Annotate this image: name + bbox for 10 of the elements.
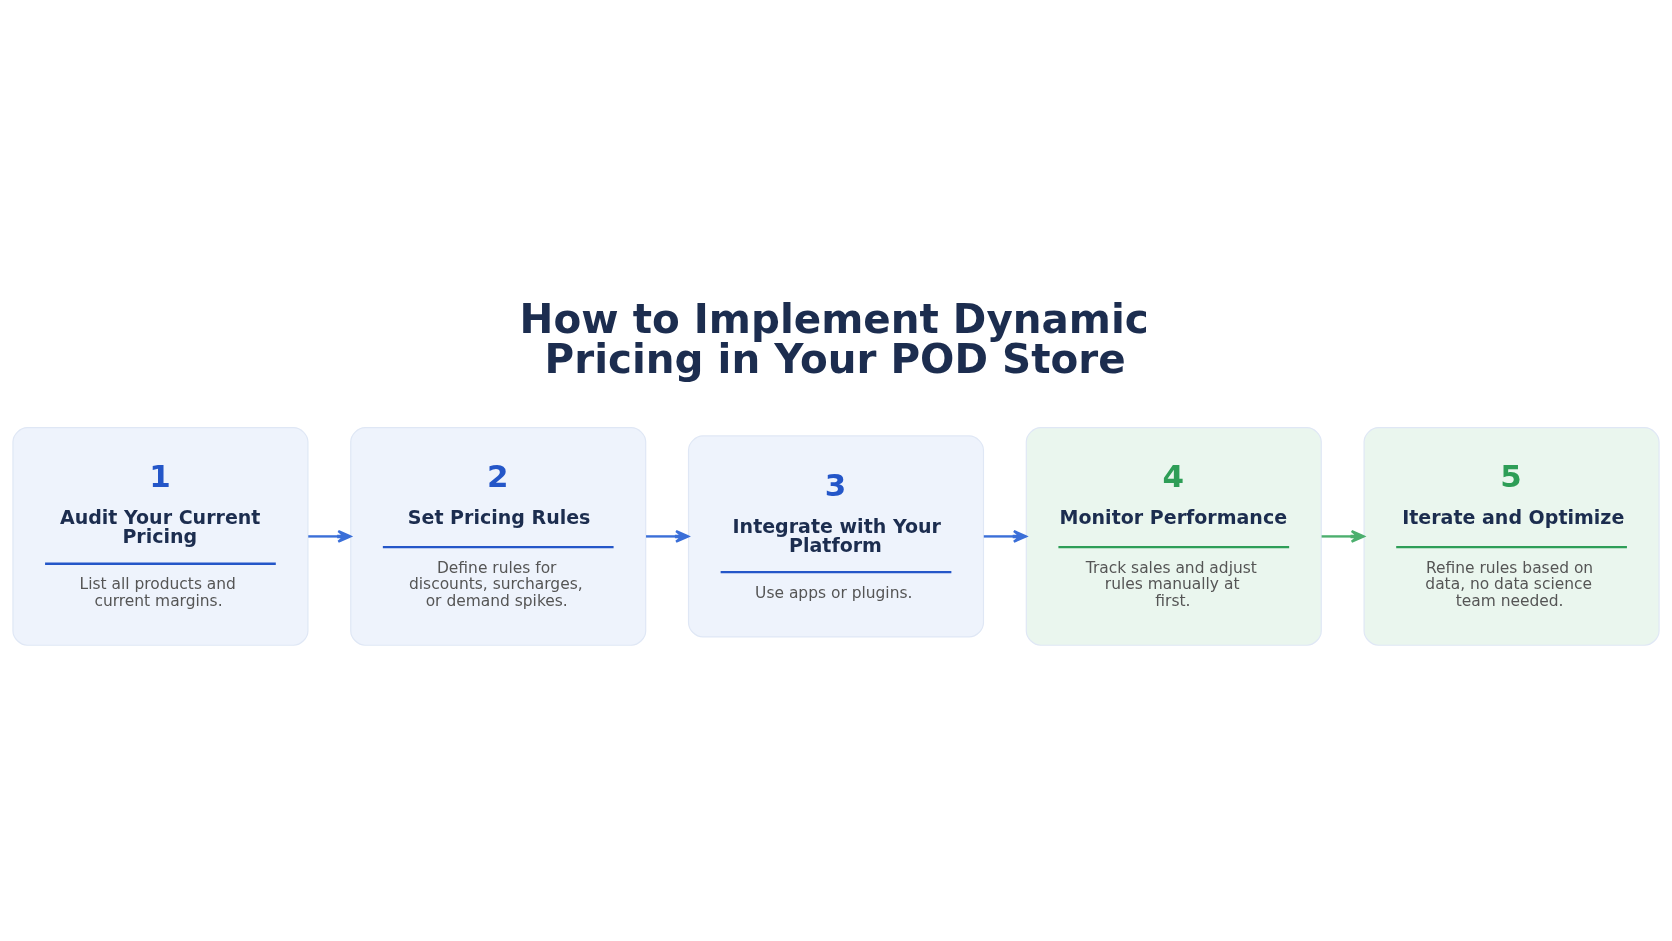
arrow — [1321, 529, 1365, 543]
diagram-title: How to Implement Dynamic Pricing in Your POD Store — [519, 294, 1149, 383]
node-box: 2 Set Pricing Rules Define rules for discounts, surcharges, or demand spikes. — [350, 426, 647, 646]
node-box: 5 Iterate and Optimize Refine rules based on data, no data science team needed. — [1363, 426, 1660, 646]
node-box: 3 Integrate with Your Platform Use apps or plugins. — [687, 434, 985, 637]
arrow — [646, 529, 690, 543]
node-box: 1 Audit Your Current Pricing List all products and current margins. — [12, 426, 309, 646]
arrow — [983, 529, 1027, 543]
arrow — [308, 529, 352, 543]
node-box: 4 Monitor Performance Track sales and adjust rules manually at first. — [1025, 426, 1322, 646]
